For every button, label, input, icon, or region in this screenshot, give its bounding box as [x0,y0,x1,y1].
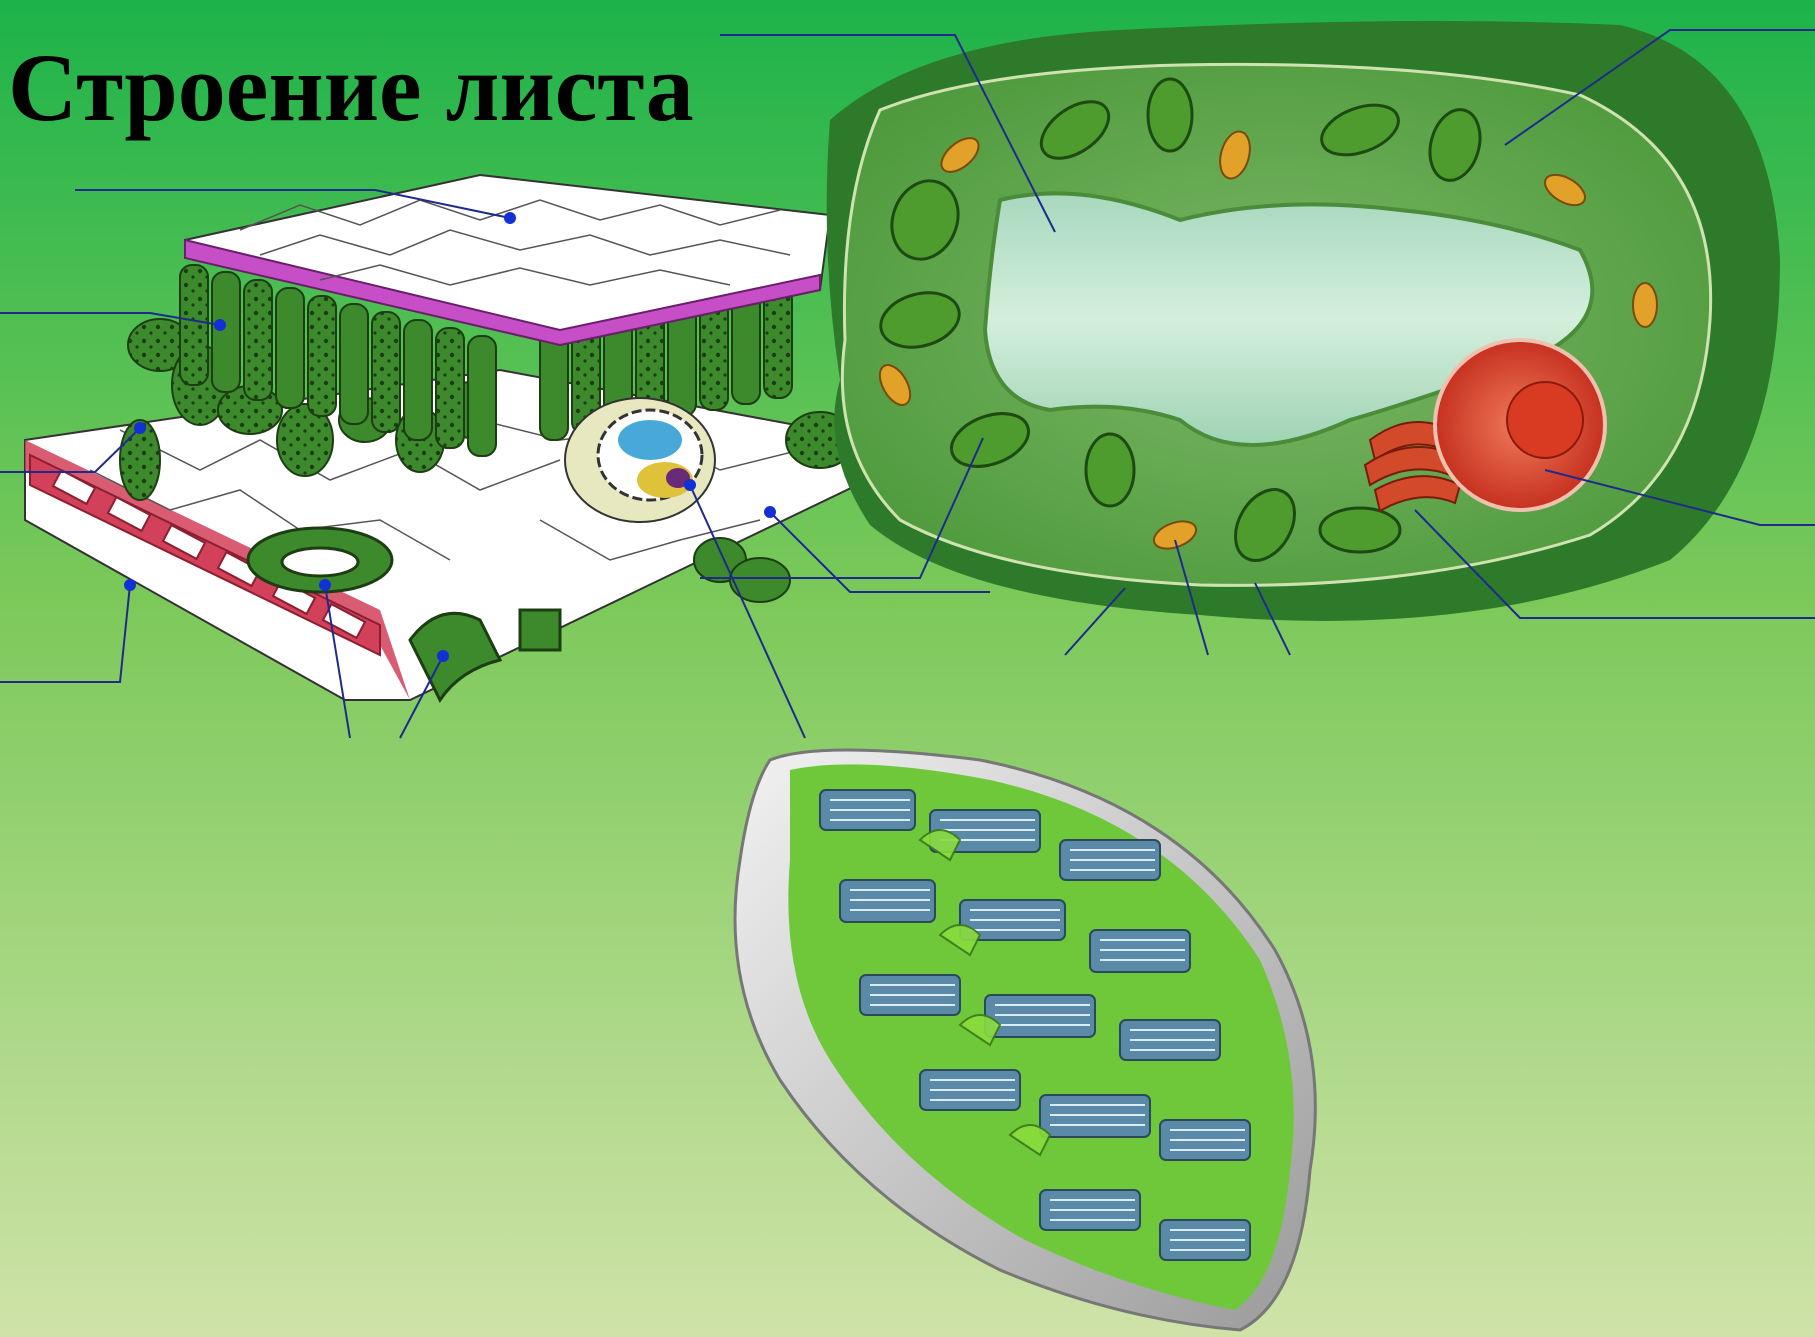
leader-line-leaf-chloroplast [700,438,983,578]
leader-line-lower-epidermis [0,585,130,682]
leader-line-vascular-bundle [690,485,805,738]
leader-line-guard-cell [400,656,443,738]
leader-line-intercellular-space [770,512,990,592]
leader-line-spongy [0,428,140,472]
leader-line-cytoplasm [1505,30,1815,145]
leader-line-upper-epidermis [75,190,510,218]
leader-line-cell-membrane [1255,583,1290,655]
leader-line-mitochondrion [1175,540,1208,655]
leader-line-nucleus [1545,470,1815,525]
leader-dots [124,212,776,662]
leader-line-cell-wall [1065,588,1125,655]
leader-line-palisade [0,313,220,325]
leader-line-golgi [1415,510,1815,618]
leader-line-vacuole [720,35,1055,232]
leader-line-stoma [325,585,350,738]
